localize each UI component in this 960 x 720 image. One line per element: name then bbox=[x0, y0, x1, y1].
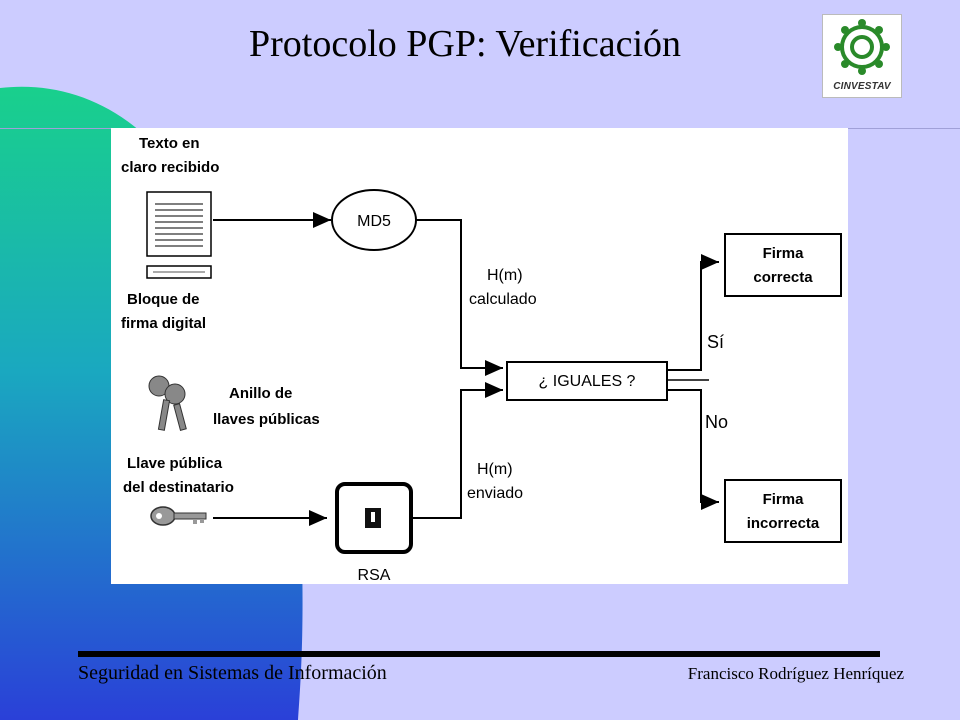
hm-sent-label-2: enviado bbox=[467, 485, 523, 502]
compare-label: ¿ IGUALES ? bbox=[539, 373, 636, 390]
signature-valid-label-2: correcta bbox=[753, 269, 813, 286]
public-key-label-1: Llave pública bbox=[127, 455, 223, 472]
signature-invalid-node bbox=[724, 479, 842, 543]
signature-valid-label-1: Firma bbox=[763, 245, 805, 262]
logo-text: CINVESTAV bbox=[833, 81, 891, 92]
hm-calculated-label-1: H(m) bbox=[487, 267, 523, 284]
hm-calculated-label-2: calculado bbox=[469, 291, 537, 308]
keyring-label-2: llaves públicas bbox=[213, 411, 320, 428]
rsa-label: RSA bbox=[358, 567, 391, 584]
arrow-yes-branch bbox=[667, 254, 719, 371]
yes-label: Sí bbox=[707, 332, 724, 352]
footer-author: Francisco Rodríguez Henríquez bbox=[687, 664, 904, 683]
arrow-rsa-to-compare bbox=[413, 382, 503, 519]
keys-icon bbox=[148, 375, 187, 431]
no-label: No bbox=[705, 412, 728, 432]
pgp-verification-diagram: Texto en claro recibido Bloque de firma … bbox=[111, 128, 848, 584]
public-key-label-2: del destinatario bbox=[123, 479, 234, 496]
arrow-no-branch bbox=[667, 389, 719, 510]
footer-course: Seguridad en Sistemas de Información bbox=[78, 662, 387, 684]
cinvestav-logo: CINVESTAV bbox=[822, 14, 902, 98]
hm-sent-label-1: H(m) bbox=[477, 461, 513, 478]
slide-title: Protocolo PGP: Verificación bbox=[248, 23, 682, 65]
received-text-label-2: claro recibido bbox=[121, 159, 219, 176]
signature-valid-node bbox=[724, 233, 842, 297]
logo-emblem-icon bbox=[834, 19, 890, 75]
signature-invalid-label-2: incorrecta bbox=[747, 515, 820, 532]
signature-block-label-2: firma digital bbox=[121, 315, 206, 332]
received-text-label-1: Texto en bbox=[139, 135, 200, 152]
keyring-label-1: Anillo de bbox=[229, 385, 292, 402]
document-icon bbox=[146, 191, 212, 279]
compare-node bbox=[506, 361, 668, 401]
md5-label: MD5 bbox=[357, 213, 391, 230]
key-icon bbox=[150, 506, 207, 526]
arrow-md5-to-compare bbox=[416, 219, 503, 376]
footer-bar bbox=[78, 651, 880, 657]
lock-icon bbox=[365, 508, 381, 528]
signature-block-label-1: Bloque de bbox=[127, 291, 200, 308]
signature-invalid-label-1: Firma bbox=[763, 491, 805, 508]
